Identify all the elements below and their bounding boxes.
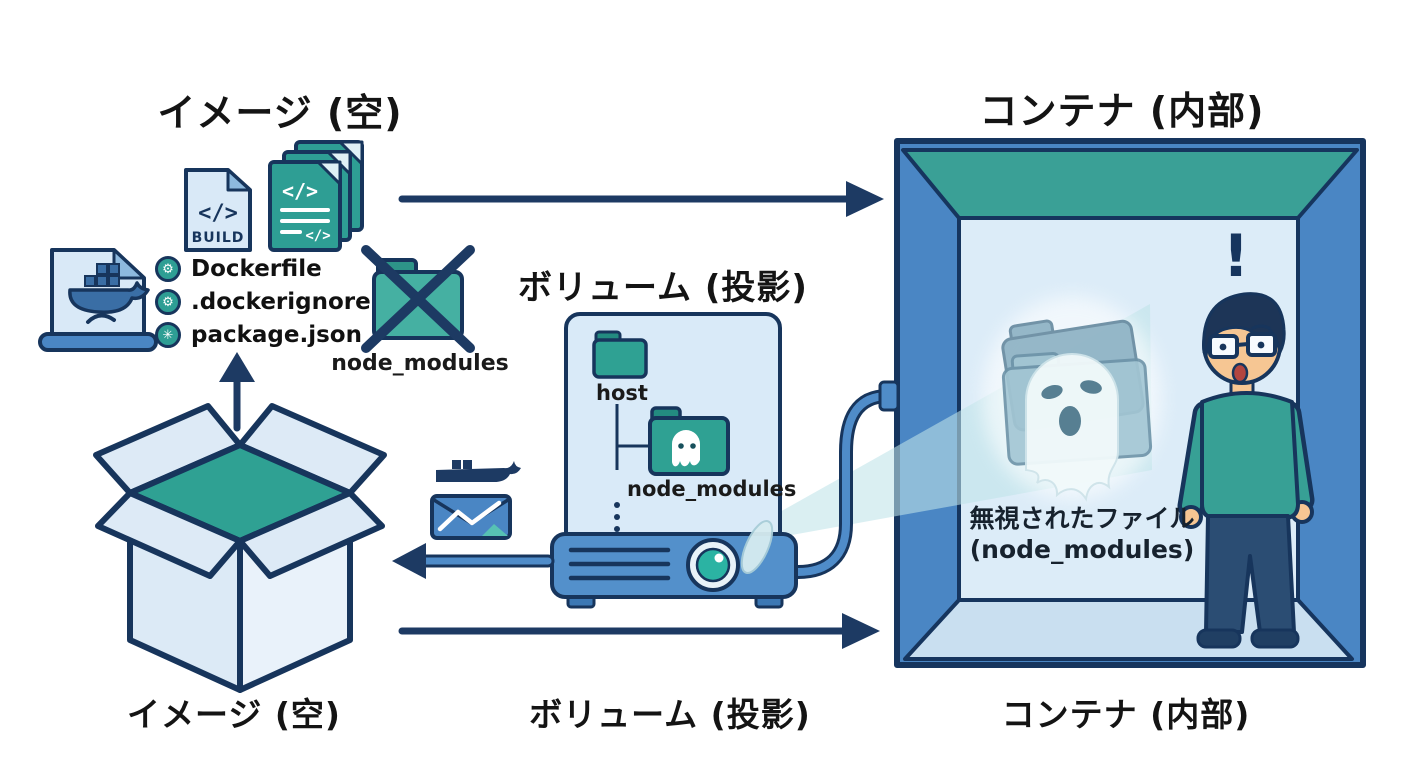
volume-section-caption: ボリューム (投影): [529, 695, 811, 734]
volume-section-title: ボリューム (投影): [518, 268, 808, 308]
gear-badge-icon: ⚙: [155, 289, 181, 315]
ghost-caption-line1: 無視されたファイル: [969, 504, 1195, 533]
ghost-folder-icon: [648, 406, 730, 476]
docker-ship-envelope-icon: [430, 460, 521, 540]
right-arrow-top-icon: [398, 181, 884, 217]
code-files-icon: </> </>: [268, 140, 364, 252]
container-section-title: コンテナ (内部): [979, 89, 1265, 133]
gear-badge-icon: ⚙: [155, 256, 181, 282]
container-section-caption: コンテナ (内部): [1001, 695, 1251, 734]
left-arrow-icon: [392, 543, 555, 579]
file-name: .dockerignore: [191, 289, 371, 315]
ghost-caption-line2: (node_modules): [969, 535, 1195, 565]
ghost-caption: 無視されたファイル (node_modules): [969, 503, 1194, 566]
exclamation-mark: !: [1222, 222, 1250, 290]
person-illustration: [1177, 292, 1315, 649]
x-mark-icon: [361, 245, 475, 353]
host-folder-icon: [592, 330, 648, 379]
code-glyph: </>: [305, 228, 330, 244]
projector-icon: [550, 520, 798, 609]
file-row-dockerfile: ⚙ Dockerfile: [155, 256, 371, 282]
code-glyph: </>: [282, 179, 318, 203]
package-badge-icon: ✳: [155, 322, 181, 348]
pipe-connector: [791, 380, 900, 579]
file-row-packagejson: ✳ package.json: [155, 322, 371, 348]
build-doc-icon: </> BUILD: [184, 168, 252, 252]
crossed-folder-icon: [361, 245, 475, 353]
open-box-icon: [93, 403, 387, 693]
ghost-folder-projection-icon: [982, 296, 1162, 502]
image-section-title: イメージ (空): [157, 91, 403, 135]
docker-whale-doc-icon: [38, 248, 158, 352]
lens-flare: [740, 520, 774, 574]
host-folder-label: host: [596, 381, 648, 405]
volume-panel: [564, 312, 782, 548]
tree-connector: [615, 404, 649, 470]
build-label: BUILD: [192, 230, 245, 246]
code-glyph: </>: [198, 201, 238, 226]
up-arrow-icon: [219, 352, 255, 432]
dotted-line: [614, 502, 620, 532]
file-row-dockerignore: ⚙ .dockerignore: [155, 289, 371, 315]
file-name: package.json: [191, 322, 362, 348]
projected-folder-label: node_modules: [627, 477, 797, 501]
build-context-file-list: ⚙ Dockerfile ⚙ .dockerignore ✳ package.j…: [155, 256, 371, 348]
right-arrow-bottom-icon: [398, 613, 880, 649]
file-name: Dockerfile: [191, 256, 322, 282]
image-section-caption: イメージ (空): [127, 695, 341, 734]
excluded-folder-label: node_modules: [331, 351, 509, 376]
